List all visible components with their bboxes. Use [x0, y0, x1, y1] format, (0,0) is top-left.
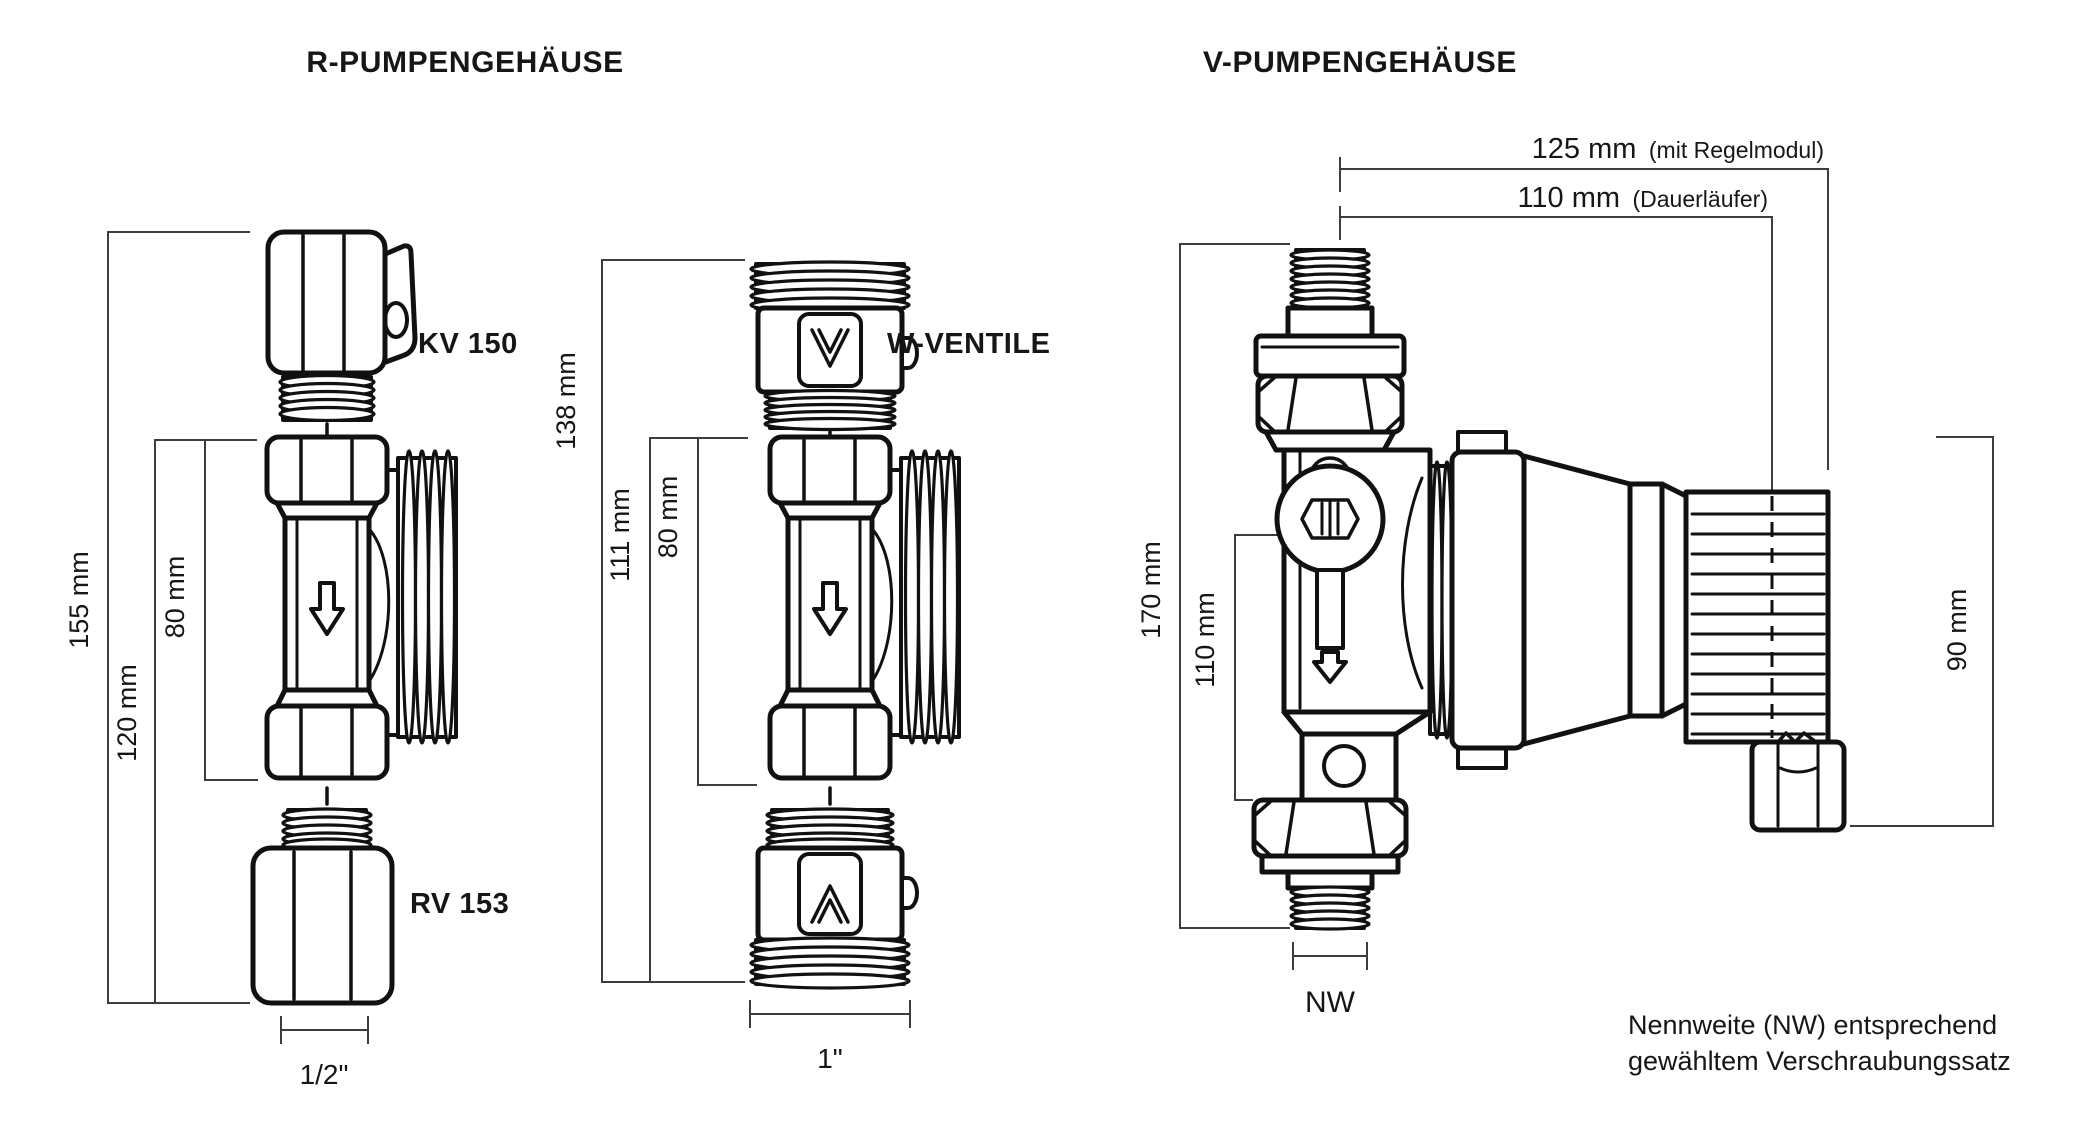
dimension-value: 125 mm — [1532, 133, 1637, 165]
flow-direction-arrow-icon — [309, 581, 345, 636]
female-union-thread — [396, 449, 458, 745]
female-union-thread — [899, 449, 961, 745]
kv150-label: KV 150 — [418, 328, 518, 360]
r-pumpengehaeuse-one-inch-diagram: 138 mm 111 mm 80 mm — [551, 259, 1050, 1074]
motor-neck-section — [1659, 481, 1689, 719]
motor-finned-housing — [1683, 489, 1831, 745]
thread-size-bracket: 1/2" — [280, 1016, 369, 1090]
dimension-label: 90 mm — [1942, 589, 1972, 672]
dimension-label: 80 mm — [160, 556, 190, 639]
dimension-80mm: 80 mm — [160, 440, 258, 781]
motor-ring-section — [1627, 481, 1665, 719]
valve-logo-plate — [797, 852, 863, 936]
dimension-111mm: 111 mm — [605, 437, 748, 982]
dimension-overall-138mm: 138 mm — [551, 259, 745, 983]
valve-handle-grip-hole — [383, 301, 409, 339]
motor-junction-box — [1749, 739, 1847, 833]
w-ventile-label: W-VENTILE — [887, 328, 1050, 360]
union-nut-top — [767, 434, 893, 506]
dimension-label: 110 mm — [1190, 592, 1220, 688]
dimension-note: (Dauerläufer) — [1633, 186, 1769, 212]
valve-nut-facet-lines — [301, 233, 346, 372]
r-section-title: R-PUMPENGEHÄUSE — [306, 46, 623, 79]
male-thread — [749, 260, 911, 314]
male-thread-outlet — [763, 388, 897, 432]
valve-side-tab — [900, 336, 919, 370]
pump-housing-body — [767, 434, 961, 806]
dimension-125mm-with-module: 125 mm (mit Regelmodul) — [1339, 133, 1829, 470]
valve-hex-body — [250, 845, 395, 1006]
body-taper-top — [1263, 429, 1397, 453]
rv153-label: RV 153 — [410, 888, 509, 920]
note-line-1: Nennweite (NW) entsprechend — [1628, 1010, 1997, 1040]
w-ventil-bottom — [749, 807, 919, 990]
dimension-label: 111 mm — [605, 488, 635, 582]
valve-side-tab — [900, 876, 919, 910]
pump-body — [1251, 248, 1433, 931]
nominal-width-note: Nennweite (NW) entsprechend gewähltem Ve… — [1628, 1010, 2011, 1076]
dimension-motor-90mm: 90 mm — [1850, 436, 1994, 827]
union-flange-top — [1253, 333, 1407, 379]
pump-motor — [1428, 430, 1847, 833]
dimension-label: 170 mm — [1136, 541, 1166, 639]
dimension-overall-170mm: 170 mm — [1136, 243, 1290, 929]
male-thread — [749, 936, 911, 990]
male-thread — [281, 807, 373, 853]
dimension-label: 120 mm — [112, 664, 142, 762]
dimension-120mm: 120 mm — [112, 439, 257, 1003]
branch-curve — [1401, 476, 1424, 690]
rv153-check-valve: RV 153 — [250, 807, 509, 1006]
valve-hex-nut — [265, 229, 388, 376]
union-nut-bottom — [1251, 797, 1409, 859]
thread-size-label: 1/2" — [300, 1059, 349, 1090]
kv150-shutoff-valve: KV 150 — [265, 229, 518, 442]
w-ventil-top: W-VENTILE — [749, 260, 1050, 448]
union-nut-bottom — [264, 703, 390, 781]
dimension-label: 80 mm — [653, 476, 683, 559]
v-pumpengehaeuse-diagram: V-PUMPENGEHÄUSE 125 mm (mit Regelmodul) … — [1136, 46, 2011, 1076]
v-section-title: V-PUMPENGEHÄUSE — [1203, 46, 1517, 79]
motor-cone-section — [1521, 453, 1633, 747]
pump-housing-body — [264, 434, 458, 806]
thread-size-label: NW — [1305, 986, 1356, 1019]
w-ventil-logo-icon — [810, 884, 850, 924]
branch-curve — [368, 528, 391, 682]
thread-shoulder-top — [1285, 305, 1375, 339]
dimension-label: 110 mm (Dauerläufer) — [1517, 182, 1768, 214]
branch-curve — [871, 528, 894, 682]
thread-size-bracket: 1" — [749, 1000, 911, 1074]
motor-flange — [1449, 449, 1527, 751]
thread-size-bracket: NW — [1292, 942, 1368, 1019]
male-thread-inlet — [765, 807, 895, 853]
drain-plug — [1322, 744, 1366, 788]
motor-gasket-thread — [1428, 460, 1454, 740]
dimension-label: 125 mm (mit Regelmodul) — [1532, 133, 1824, 165]
flow-direction-arrow-icon — [812, 581, 848, 636]
male-thread-top — [1289, 248, 1371, 310]
dimension-overall-155mm: 155 mm — [64, 231, 250, 1004]
dimension-label: 155 mm — [64, 551, 94, 649]
w-ventil-logo-icon — [810, 328, 850, 368]
dimension-80mm: 80 mm — [653, 438, 757, 786]
union-nut-top — [1255, 373, 1405, 435]
thread-size-label: 1" — [817, 1043, 843, 1074]
flow-direction-arrow-icon — [1312, 650, 1348, 684]
union-nut-top — [264, 434, 390, 506]
union-nut-bottom — [767, 703, 893, 781]
dimension-housing-110mm: 110 mm — [1190, 534, 1288, 801]
note-line-2: gewähltem Verschraubungssatz — [1628, 1046, 2011, 1076]
motor-fins — [1690, 512, 1826, 736]
male-thread-bottom — [1289, 885, 1371, 931]
dimension-110mm-continuous: 110 mm (Dauerläufer) — [1339, 182, 1773, 494]
body-taper-bottom — [1281, 709, 1433, 737]
r-pumpengehaeuse-half-inch-diagram: R-PUMPENGEHÄUSE 155 mm 120 mm 80 mm — [64, 46, 623, 1090]
dimension-note: (mit Regelmodul) — [1649, 137, 1824, 163]
valve-key-hex — [1300, 498, 1360, 540]
valve-key-stem — [1315, 568, 1345, 650]
dimension-value: 110 mm — [1517, 182, 1620, 214]
dimension-label: 138 mm — [551, 352, 581, 450]
male-thread — [278, 373, 376, 423]
